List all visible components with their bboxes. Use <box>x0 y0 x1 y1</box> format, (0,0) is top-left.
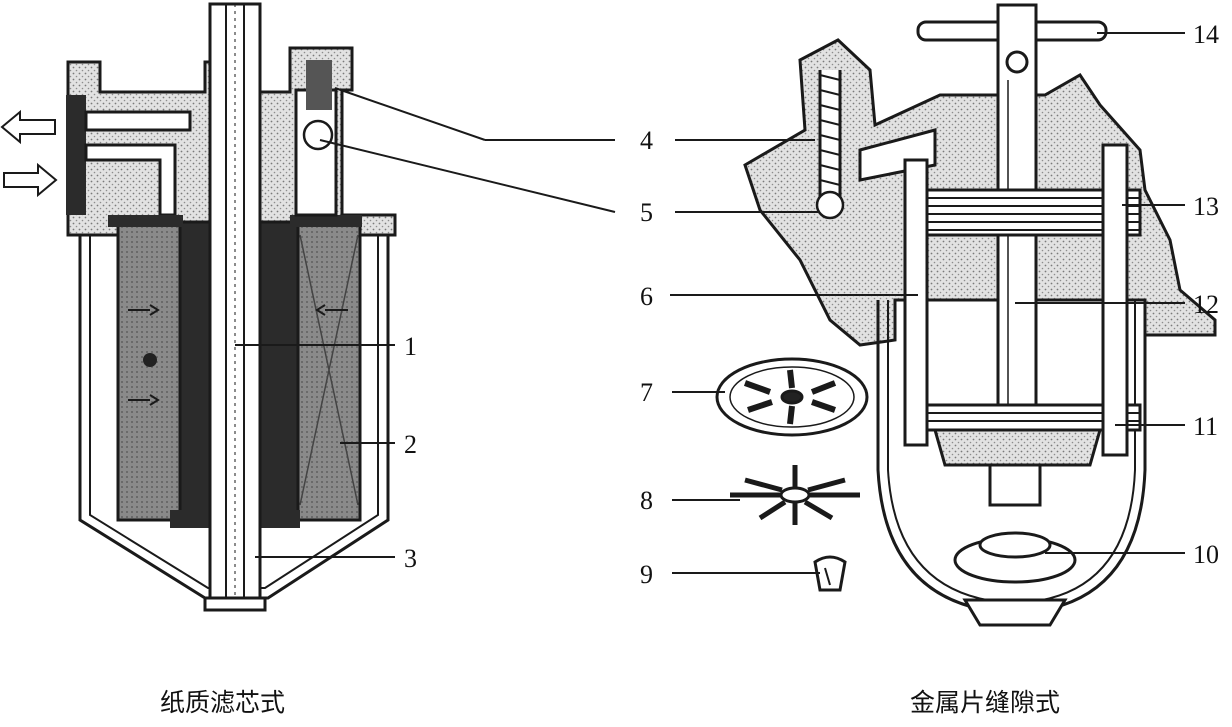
valve-ball <box>815 190 845 220</box>
caption-metal-plate-filter: 金属片缝隙式 <box>910 688 1061 717</box>
paper-element-left <box>116 220 182 522</box>
paper-filter <box>0 2 397 612</box>
outlet-arrow-icon <box>0 109 56 145</box>
side-rod-left <box>903 158 929 447</box>
label-13: 13 <box>1193 192 1219 221</box>
star-spacer-icon <box>730 465 860 525</box>
label-2: 2 <box>404 430 417 459</box>
label-12: 12 <box>1193 290 1219 319</box>
label-4: 4 <box>640 126 653 155</box>
label-10: 10 <box>1193 540 1219 569</box>
label-1: 1 <box>404 332 417 361</box>
label-3: 3 <box>404 544 417 573</box>
label-7: 7 <box>640 378 653 407</box>
side-rod-right <box>1101 143 1129 457</box>
leader-lines-left <box>235 87 616 558</box>
label-8: 8 <box>640 486 653 515</box>
perforated-disc-icon <box>715 357 869 437</box>
label-5: 5 <box>640 198 653 227</box>
small-clip-icon <box>813 555 847 592</box>
label-9: 9 <box>640 560 653 589</box>
label-14: 14 <box>1193 20 1219 49</box>
inlet-arrow-icon <box>3 162 58 198</box>
relief-valve-ball <box>302 119 334 151</box>
label-11: 11 <box>1193 412 1219 441</box>
leader-lines-right <box>670 32 1185 574</box>
metal-plate-filter <box>743 3 1217 627</box>
loose-parts <box>715 357 869 592</box>
caption-paper-filter: 纸质滤芯式 <box>160 688 286 717</box>
label-6: 6 <box>640 282 653 311</box>
